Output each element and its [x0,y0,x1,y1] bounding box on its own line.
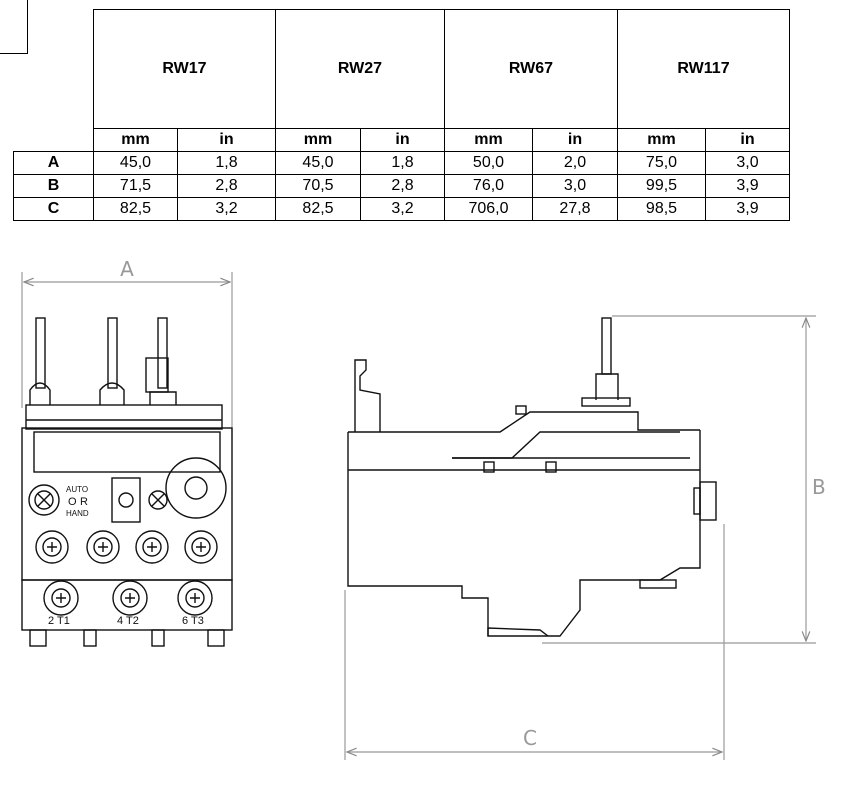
hand-label: HAND [66,509,89,518]
front-view-labels: AUTO O R HAND 2 T1 4 T2 6 T3 [48,485,204,627]
table-cell: 99,5 [617,174,706,198]
dimension-c-label: C [523,726,537,750]
table-cell: 76,0 [444,174,533,198]
table-cell: 2,8 [177,174,276,198]
front-view [21,317,233,647]
table-cell: 3,9 [705,197,790,221]
model-header-rw17: RW17 [93,9,276,129]
r-label: R [80,496,88,508]
terminal-label-t2: 4 T2 [117,615,139,627]
side-view [347,317,717,637]
auto-label: AUTO [66,485,88,494]
unit-header: in [705,128,790,152]
unit-header: mm [617,128,706,152]
o-label: O [68,496,77,508]
dimension-a [21,272,233,440]
dimension-b-label: B [812,475,826,499]
table-row: C 82,5 3,2 82,5 3,2 706,0 27,8 98,5 3,9 [13,197,790,221]
dimension-a-label: A [120,257,134,281]
terminal-label-t3: 6 T3 [182,615,204,627]
table-row: A 45,0 1,8 45,0 1,8 50,0 2,0 75,0 3,0 [13,151,790,175]
table-cell: 82,5 [275,197,361,221]
corner-frame [0,0,28,54]
row-label: A [13,151,94,175]
table-cell: 45,0 [275,151,361,175]
table-cell: 98,5 [617,197,706,221]
model-header-rw27: RW27 [275,9,445,129]
table-cell: 706,0 [444,197,533,221]
table-cell: 3,2 [360,197,445,221]
table-cell: 3,2 [177,197,276,221]
table-cell: 75,0 [617,151,706,175]
model-header-rw117: RW117 [617,9,790,129]
table-cell: 45,0 [93,151,178,175]
dimension-c [344,524,725,760]
table-cell: 71,5 [93,174,178,198]
terminal-label-t1: 2 T1 [48,615,70,627]
unit-header: mm [93,128,178,152]
dimensions-table: RW17 RW27 RW67 RW117 mm in mm in mm in m… [13,9,790,221]
row-label: C [13,197,94,221]
table-cell: 50,0 [444,151,533,175]
table-row: B 71,5 2,8 70,5 2,8 76,0 3,0 99,5 3,9 [13,174,790,198]
unit-header: in [360,128,445,152]
row-label: B [13,174,94,198]
unit-header: mm [275,128,361,152]
table-cell: 70,5 [275,174,361,198]
table-cell: 82,5 [93,197,178,221]
unit-header: in [177,128,276,152]
dimension-b [542,315,816,644]
